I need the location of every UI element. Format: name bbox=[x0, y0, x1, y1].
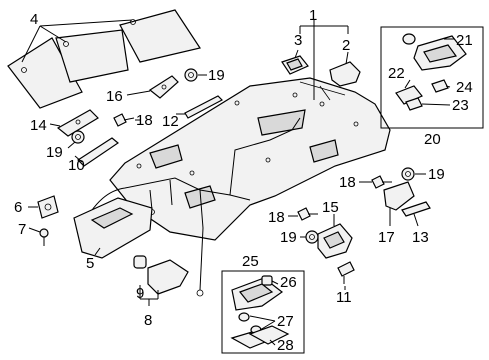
hook-11 bbox=[337, 261, 355, 284]
rear-bracket bbox=[329, 61, 361, 87]
callout-18-c: 18 bbox=[268, 209, 285, 226]
callout-10: 10 bbox=[68, 157, 85, 174]
callout-19-d: 19 bbox=[280, 229, 297, 246]
callout-11: 11 bbox=[336, 289, 352, 306]
callout-28: 28 bbox=[277, 337, 294, 354]
clip-19-a bbox=[184, 68, 198, 82]
leader-lines bbox=[21, 19, 454, 346]
bolt-18-b bbox=[371, 175, 392, 189]
screw-7 bbox=[39, 228, 49, 246]
sunroof-seal bbox=[281, 55, 309, 75]
bracket-14 bbox=[56, 109, 99, 137]
handle-13 bbox=[401, 201, 431, 217]
callout-26: 26 bbox=[280, 274, 297, 291]
assist-handle-10 bbox=[77, 137, 119, 167]
callout-20: 20 bbox=[424, 131, 441, 148]
lamp-bulb-9 bbox=[133, 255, 147, 269]
callout-22: 22 bbox=[388, 65, 405, 82]
clip-19-b bbox=[71, 130, 85, 144]
callout-16: 16 bbox=[106, 88, 123, 105]
callout-8: 8 bbox=[144, 312, 152, 329]
callout-27: 27 bbox=[277, 313, 294, 330]
rear-lamp-15 bbox=[317, 223, 353, 259]
bracket-16 bbox=[148, 75, 179, 99]
callout-19-a: 19 bbox=[208, 67, 225, 84]
callout-5: 5 bbox=[86, 255, 94, 272]
callout-2: 2 bbox=[342, 37, 350, 54]
insulation-pads bbox=[7, 9, 201, 109]
callout-1: 1 bbox=[309, 7, 317, 24]
callout-6: 6 bbox=[14, 199, 22, 216]
callout-18-a: 18 bbox=[136, 112, 153, 129]
assist-handle-12 bbox=[184, 95, 223, 119]
callout-21: 21 bbox=[456, 32, 473, 49]
vanity-lamp-8 bbox=[147, 259, 189, 295]
callout-23: 23 bbox=[452, 97, 469, 114]
box-25 bbox=[221, 270, 305, 354]
callout-13: 13 bbox=[412, 229, 429, 246]
callout-14: 14 bbox=[30, 117, 47, 134]
callout-3: 3 bbox=[294, 32, 302, 49]
headliner-panel bbox=[79, 77, 391, 297]
callout-9: 9 bbox=[136, 285, 144, 302]
sunvisor-5 bbox=[73, 197, 153, 259]
clip-19-d bbox=[305, 230, 319, 244]
callout-15: 15 bbox=[322, 199, 339, 216]
callout-17: 17 bbox=[378, 229, 395, 246]
callout-18-b: 18 bbox=[339, 174, 356, 191]
callout-25: 25 bbox=[242, 253, 259, 270]
callout-7: 7 bbox=[18, 221, 26, 238]
box-20 bbox=[380, 26, 484, 129]
clip-19-c bbox=[401, 167, 415, 181]
visor-bracket-6 bbox=[37, 195, 59, 219]
bolt-18-a bbox=[113, 113, 135, 127]
bolt-18-c bbox=[297, 207, 318, 221]
callout-24: 24 bbox=[456, 79, 473, 96]
callout-4: 4 bbox=[30, 11, 38, 28]
callout-19-c: 19 bbox=[428, 166, 445, 183]
bracket-17 bbox=[383, 181, 415, 211]
callout-12: 12 bbox=[162, 113, 179, 130]
callout-19-b: 19 bbox=[46, 144, 63, 161]
